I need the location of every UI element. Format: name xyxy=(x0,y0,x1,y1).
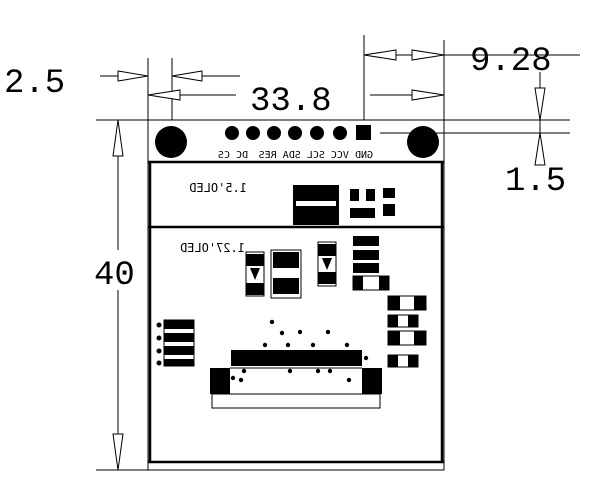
lower-components xyxy=(156,236,427,368)
dim-right-offset-text: 9.28 xyxy=(470,43,552,81)
mount-hole-left xyxy=(155,126,187,158)
dim-width: 33.8 xyxy=(147,40,445,121)
dim-left-margin-text: 2.5 xyxy=(4,65,65,103)
label-1-5-oled: 1.5'OLED xyxy=(189,181,247,195)
pin-labels-right: GND VCC SCL SDA RES xyxy=(259,150,373,161)
fpc-connector xyxy=(210,350,382,409)
top-components xyxy=(293,185,395,225)
via-dots xyxy=(230,319,369,383)
dim-height-text: 40 xyxy=(94,257,135,295)
dim-top-offset-text: 1.5 xyxy=(505,163,566,201)
header-pins xyxy=(225,125,371,140)
pin-labels-left: DC CS xyxy=(218,150,248,161)
label-1-27-oled: 1.27'OLED xyxy=(180,241,245,255)
dim-left-margin: 2.5 xyxy=(4,58,240,120)
dim-height: 40 xyxy=(94,119,148,471)
dim-right-offset: 9.28 xyxy=(363,35,580,120)
mount-hole-right xyxy=(407,126,439,158)
board-outline xyxy=(147,119,445,471)
dim-width-text: 33.8 xyxy=(250,83,332,121)
